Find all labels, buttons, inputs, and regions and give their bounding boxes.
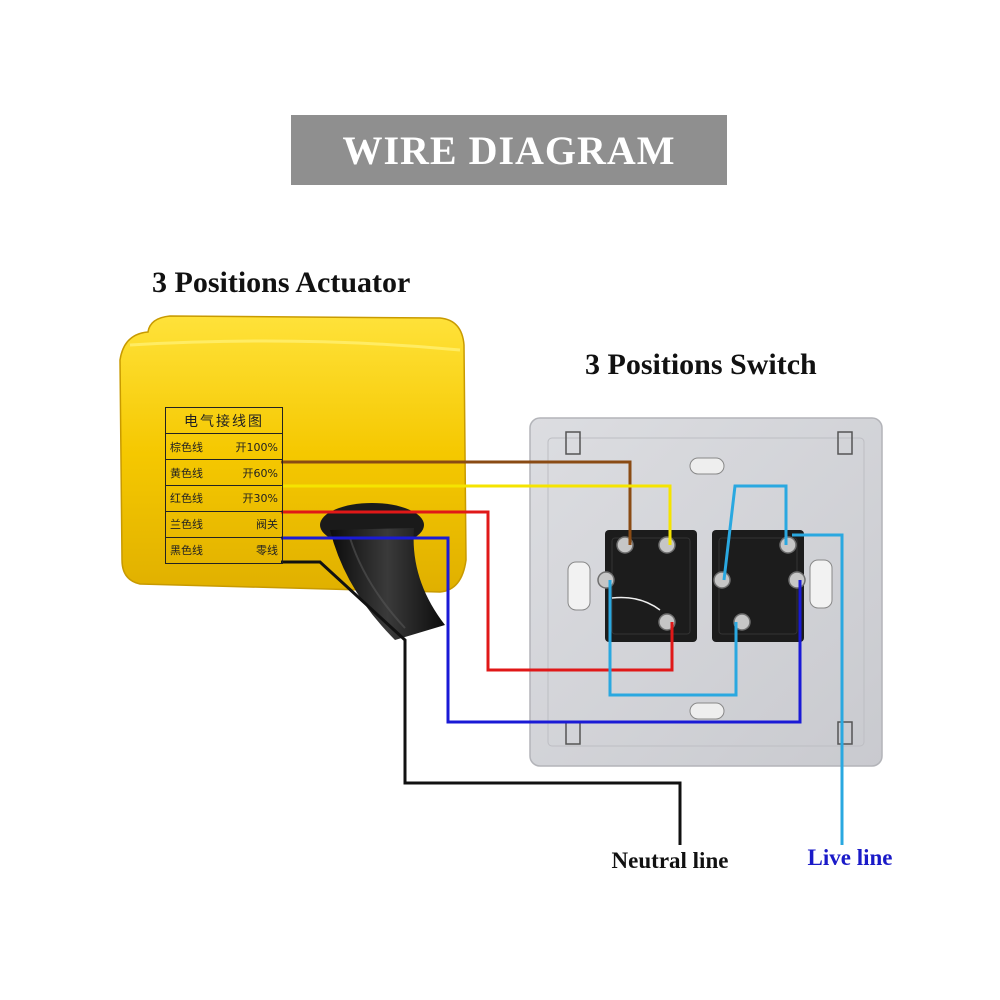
wire-yellow [281,484,672,545]
label-wire-function: 开30% [242,492,278,506]
wire-live-bridge [722,484,788,581]
jumper-wire [611,596,661,611]
live-line-label: Live line [807,845,893,870]
label-row: 兰色线 阀关 [165,510,283,539]
wire-live-switch [608,580,738,697]
label-row: 棕色线 开100% [165,432,283,461]
title-banner: WIRE DIAGRAM [291,115,727,185]
wire-live-main [792,533,844,845]
label-wire-color: 黑色线 [170,544,203,558]
neutral-line-label: Neutral line [611,848,729,873]
label-wire-function: 开100% [235,440,278,454]
wire-blue [281,536,802,724]
label-table-header: 电气接线图 [165,407,283,435]
label-row: 黄色线 开60% [165,458,283,487]
label-row: 红色线 开30% [165,484,283,513]
label-wire-color: 棕色线 [170,440,203,454]
label-wire-color: 兰色线 [170,518,203,532]
label-wire-color: 红色线 [170,492,203,506]
label-wire-color: 黄色线 [170,466,203,480]
wire-brown [281,460,632,545]
label-row: 黑色线 零线 [165,536,283,565]
label-wire-function: 开60% [242,466,278,480]
actuator-wiring-label: 电气接线图 棕色线 开100% 黄色线 开60% 红色线 开30% 兰色线 阀关… [165,407,283,565]
label-wire-function: 阀关 [256,518,278,532]
wire-black [281,560,682,845]
label-wire-function: 零线 [256,544,278,558]
actuator-cable [320,503,445,640]
actuator-heading: 3 Positions Actuator [152,266,411,299]
wire-red [281,510,674,672]
switch-plate [529,417,883,767]
switch-heading: 3 Positions Switch [585,348,817,381]
page-title: WIRE DIAGRAM [342,127,676,173]
